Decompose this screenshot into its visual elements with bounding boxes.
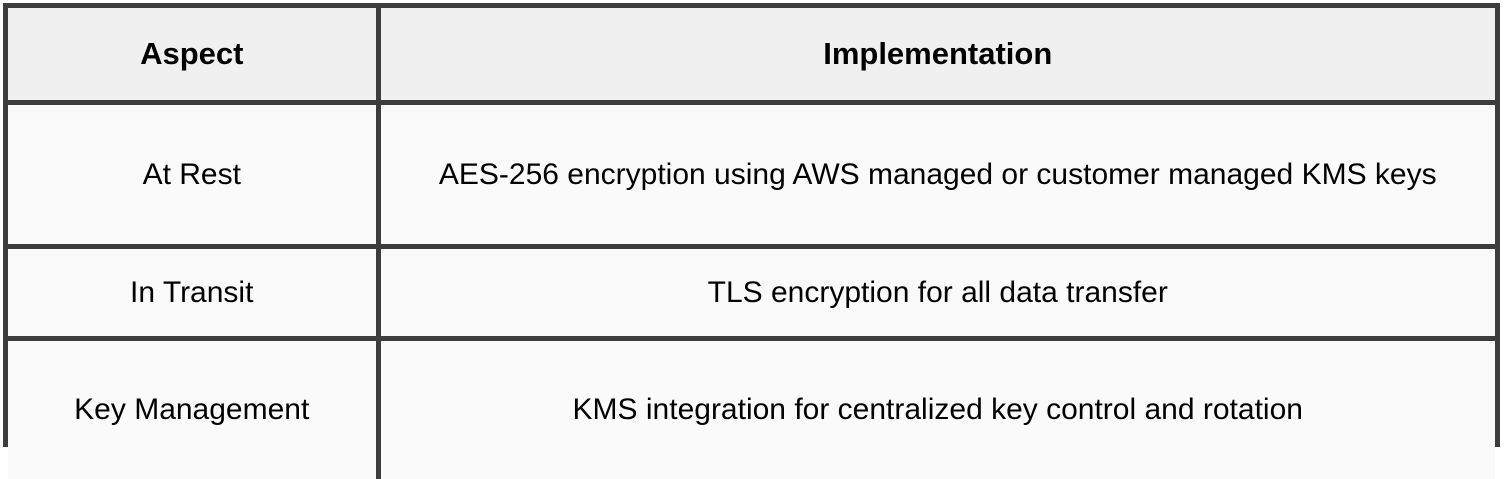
column-header-implementation: Implementation [378, 8, 1495, 103]
table-header-row: Aspect Implementation [8, 8, 1495, 103]
cell-implementation-in-transit: TLS encryption for all data transfer [378, 247, 1495, 339]
cell-aspect-key-management: Key Management [8, 339, 378, 479]
cell-aspect-at-rest: At Rest [8, 103, 378, 247]
table-body: At Rest AES-256 encryption using AWS man… [8, 103, 1495, 479]
page-root: Aspect Implementation At Rest AES-256 en… [0, 0, 1512, 459]
cell-implementation-at-rest: AES-256 encryption using AWS managed or … [378, 103, 1495, 247]
column-header-aspect: Aspect [8, 8, 378, 103]
cell-implementation-key-management: KMS integration for centralized key cont… [378, 339, 1495, 479]
encryption-spec-table-container: Aspect Implementation At Rest AES-256 en… [3, 3, 1500, 447]
cell-aspect-in-transit: In Transit [8, 247, 378, 339]
table-header: Aspect Implementation [8, 8, 1495, 103]
table-row: In Transit TLS encryption for all data t… [8, 247, 1495, 339]
cell-aspect-key-management-text: Key Management [74, 392, 309, 427]
table-row: Key Management KMS integration for centr… [8, 339, 1495, 479]
table-row: At Rest AES-256 encryption using AWS man… [8, 103, 1495, 247]
encryption-spec-table: Aspect Implementation At Rest AES-256 en… [8, 8, 1495, 479]
